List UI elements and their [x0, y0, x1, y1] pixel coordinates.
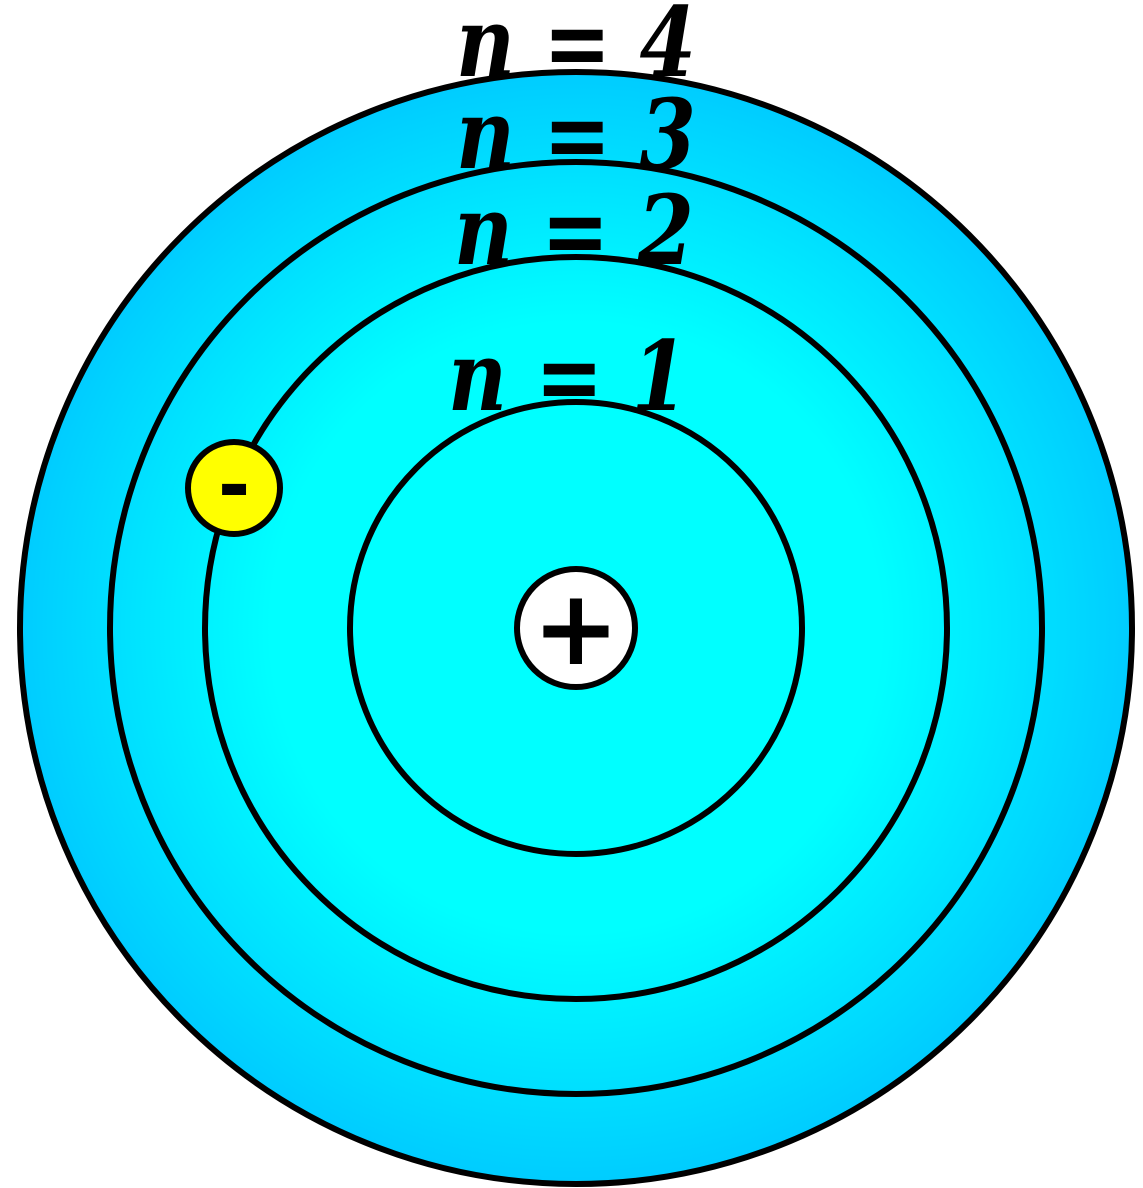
electron: -: [188, 441, 280, 534]
nucleus-plus-sign: +: [532, 567, 619, 689]
orbit-2-label: n = 2: [454, 174, 694, 287]
electron-minus-sign: -: [218, 441, 250, 531]
orbit-1-label: n = 1: [448, 320, 688, 433]
nucleus: +: [517, 567, 635, 689]
